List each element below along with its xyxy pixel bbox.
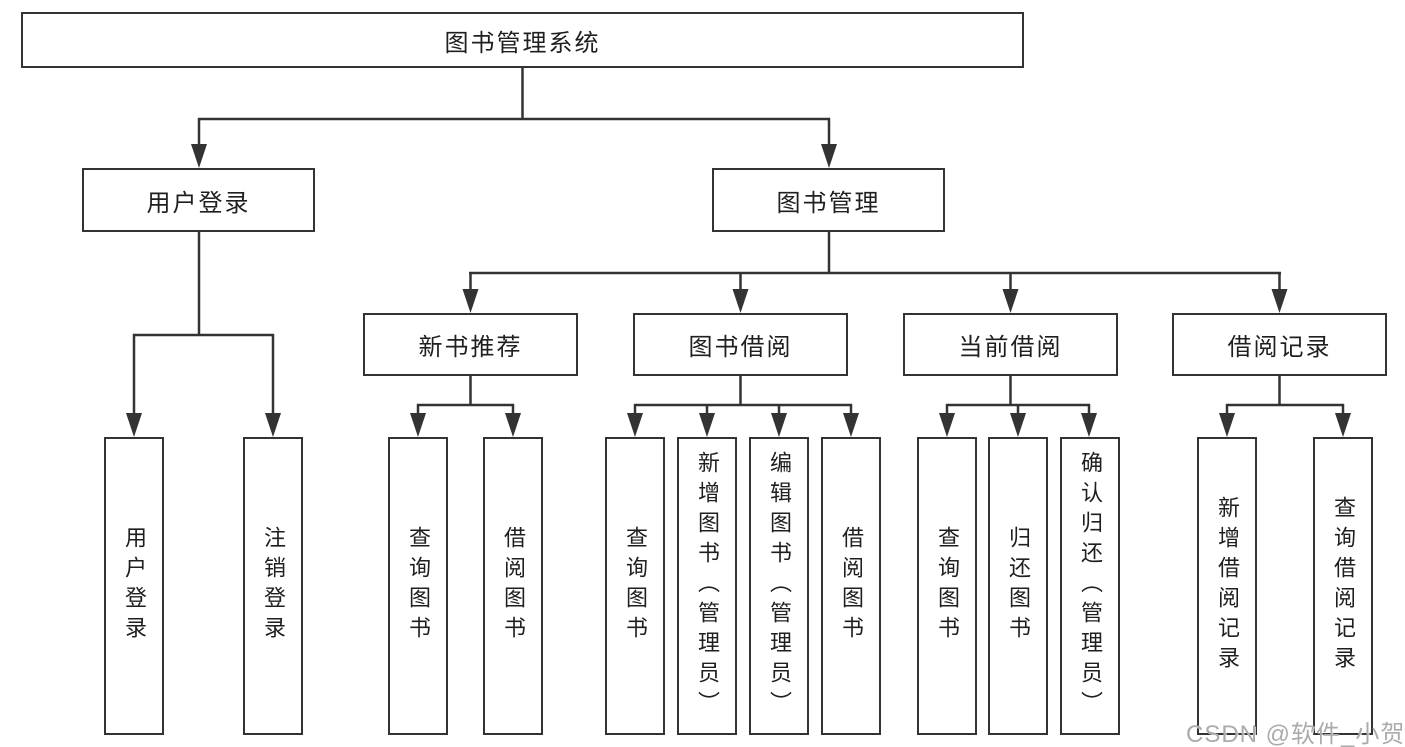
leaf-add-borrow-record: 新增借阅记录 <box>1197 437 1257 735</box>
leaf-recommend-borrow-books: 借阅图书 <box>483 437 543 735</box>
leaf-recommend-borrow-books-label: 借阅图书 <box>501 526 526 646</box>
node-borrow-records-label: 借阅记录 <box>1227 334 1332 361</box>
node-borrow-records: 借阅记录 <box>1172 313 1387 376</box>
leaf-borrow-query-books: 查询图书 <box>605 437 665 735</box>
leaf-query-borrow-record-label: 查询借阅记录 <box>1331 496 1356 676</box>
node-book-borrow-label: 图书借阅 <box>688 334 793 361</box>
leaf-add-books-admin: 新增图书（管理员） <box>677 437 737 735</box>
node-book-management-label: 图书管理 <box>776 189 881 217</box>
leaf-return-books-label: 归还图书 <box>1006 526 1031 646</box>
leaf-logout-label: 注销登录 <box>261 526 286 646</box>
csdn-watermark: CSDN @软件_小贺同学 <box>1186 721 1405 747</box>
node-root: 图书管理系统 <box>21 12 1024 68</box>
leaf-edit-books-admin-label: 编辑图书（管理员） <box>767 451 792 721</box>
leaf-confirm-return-admin: 确认归还（管理员） <box>1060 437 1120 735</box>
leaf-edit-books-admin: 编辑图书（管理员） <box>749 437 809 735</box>
leaf-logout: 注销登录 <box>243 437 303 735</box>
leaf-user-login-label: 用户登录 <box>122 526 147 646</box>
leaf-current-query-books-label: 查询图书 <box>935 526 960 646</box>
leaf-return-books: 归还图书 <box>988 437 1048 735</box>
node-current-borrow-label: 当前借阅 <box>958 334 1063 361</box>
leaf-user-login: 用户登录 <box>104 437 164 735</box>
node-new-book-recommend-label: 新书推荐 <box>418 334 523 361</box>
leaf-borrow-query-books-label: 查询图书 <box>623 526 648 646</box>
node-current-borrow: 当前借阅 <box>903 313 1118 376</box>
leaf-recommend-query-books: 查询图书 <box>388 437 448 735</box>
leaf-recommend-query-books-label: 查询图书 <box>406 526 431 646</box>
leaf-add-books-admin-label: 新增图书（管理员） <box>695 451 720 721</box>
leaf-current-query-books: 查询图书 <box>917 437 977 735</box>
node-root-label: 图书管理系统 <box>444 29 601 57</box>
node-book-borrow: 图书借阅 <box>633 313 848 376</box>
leaf-query-borrow-record: 查询借阅记录 <box>1313 437 1373 735</box>
leaf-confirm-return-admin-label: 确认归还（管理员） <box>1078 451 1103 721</box>
node-new-book-recommend: 新书推荐 <box>363 313 578 376</box>
node-book-management: 图书管理 <box>712 168 945 232</box>
node-user-login: 用户登录 <box>82 168 315 232</box>
node-user-login-label: 用户登录 <box>146 189 251 217</box>
leaf-borrow-books: 借阅图书 <box>821 437 881 735</box>
leaf-borrow-books-label: 借阅图书 <box>839 526 864 646</box>
leaf-add-borrow-record-label: 新增借阅记录 <box>1215 496 1240 676</box>
